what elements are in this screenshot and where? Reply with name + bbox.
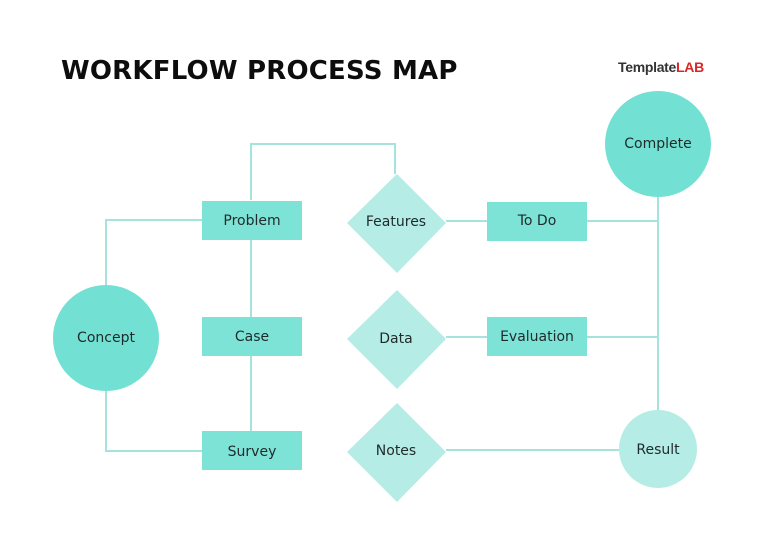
brand-logo-part1: Template — [618, 59, 677, 75]
page-title: WORKFLOW PROCESS MAP — [61, 56, 458, 86]
features-label: Features — [365, 214, 427, 230]
connector-concept-problem — [105, 219, 202, 285]
data-node — [347, 290, 446, 389]
connector-lines — [105, 143, 659, 452]
survey-label: Survey — [227, 444, 277, 460]
problem-node — [202, 201, 302, 240]
connector-concept-survey — [105, 391, 202, 452]
connector-problem-features — [250, 143, 396, 200]
concept-node — [53, 285, 159, 391]
survey-node — [202, 431, 302, 470]
notes-node — [347, 403, 446, 502]
todo-label: To Do — [517, 213, 557, 229]
features-node — [347, 174, 446, 273]
data-label: Data — [379, 331, 413, 347]
evaluation-node — [487, 317, 587, 356]
brand-logo: TemplateLAB — [618, 59, 704, 75]
concept-label: Concept — [77, 330, 135, 346]
notes-label: Notes — [375, 443, 417, 459]
todo-node — [487, 202, 587, 241]
complete-node — [605, 91, 711, 197]
brand-logo-part2: LAB — [676, 59, 704, 75]
evaluation-label: Evaluation — [500, 329, 574, 345]
case-label: Case — [234, 329, 270, 345]
complete-label: Complete — [624, 136, 692, 152]
result-label: Result — [636, 442, 680, 458]
case-node — [202, 317, 302, 356]
result-node — [619, 410, 697, 488]
problem-label: Problem — [223, 213, 281, 229]
